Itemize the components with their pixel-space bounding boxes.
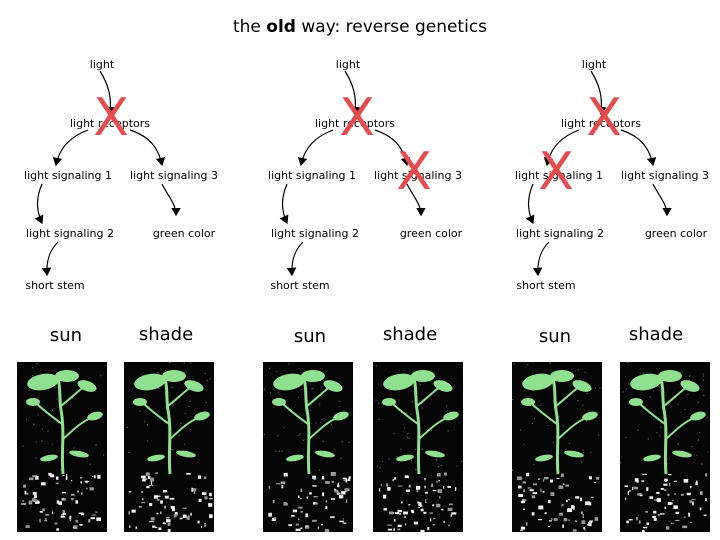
shade-label: shade: [628, 324, 684, 345]
light-signaling-2-label: light signaling 2: [271, 227, 359, 240]
shade-label: shade: [138, 324, 194, 345]
arrow-signaling-3-to-green: [652, 183, 672, 217]
light-receptors-label: light receptors: [314, 117, 396, 130]
sun-label: sun: [293, 326, 327, 347]
arrow-receptors-to-signaling-3: [129, 129, 166, 167]
light-label: light: [581, 58, 607, 71]
arrow-receptors-to-signaling-1: [543, 129, 580, 167]
light-signaling-1-label: light signaling 1: [515, 169, 603, 182]
green-color-label: green color: [152, 227, 216, 240]
green-color-label: green color: [644, 227, 708, 240]
seedling-photo-shade: [373, 362, 463, 532]
arrow-signaling-2-to-stem: [286, 241, 304, 277]
light-signaling-1-label: light signaling 1: [24, 169, 112, 182]
arrow-signaling-1-to-signaling-2: [279, 183, 289, 225]
shade-label: shade: [382, 324, 438, 345]
arrow-signaling-3-to-green: [161, 183, 181, 217]
light-signaling-3-label: light signaling 3: [374, 169, 462, 182]
light-label: light: [89, 58, 115, 71]
seedling-graphic: [126, 362, 213, 532]
knockout-x-receptors: X: [586, 88, 622, 148]
sun-label: sun: [538, 326, 572, 347]
arrow-signaling-1-to-signaling-2: [525, 183, 535, 225]
arrow-receptors-to-signaling-1: [52, 129, 89, 167]
short-stem-label: short stem: [25, 279, 85, 292]
seedling-photo-sun: [512, 362, 602, 532]
seedling-photo-sun: [263, 362, 353, 532]
arrow-receptors-to-signaling-1: [297, 129, 334, 167]
light-receptors-label: light receptors: [69, 117, 151, 130]
arrow-signaling-2-to-stem: [41, 241, 59, 277]
seedling-graphic: [512, 362, 601, 532]
short-stem-label: short stem: [516, 279, 576, 292]
slide-title: the old way: reverse genetics: [232, 17, 488, 37]
seedling-photo-shade: [620, 362, 710, 532]
sun-label: sun: [49, 325, 83, 346]
green-color-label: green color: [399, 227, 463, 240]
seedling-photo-sun: [17, 362, 107, 532]
knockout-x-signaling-3: X: [396, 142, 432, 202]
short-stem-label: short stem: [270, 279, 330, 292]
arrow-receptors-to-signaling-3: [374, 129, 411, 167]
seedling-graphic: [375, 365, 463, 532]
light-signaling-1-label: light signaling 1: [268, 169, 356, 182]
knockout-x-receptors: X: [93, 88, 129, 148]
seedling-graphic: [263, 363, 351, 532]
knockout-x-signaling-1: X: [538, 142, 574, 202]
arrow-signaling-1-to-signaling-2: [34, 183, 44, 225]
seedling-graphic: [21, 363, 105, 531]
seedling-graphic: [620, 362, 709, 532]
arrow-signaling-3-to-green: [406, 183, 426, 217]
arrow-signaling-2-to-stem: [532, 241, 550, 277]
arrow-light-to-receptors: [344, 70, 361, 116]
arrow-receptors-to-signaling-3: [620, 129, 657, 167]
knockout-x-receptors: X: [339, 88, 375, 148]
light-signaling-3-label: light signaling 3: [621, 169, 709, 182]
light-label: light: [335, 58, 361, 71]
light-receptors-label: light receptors: [560, 117, 642, 130]
seedling-photo-shade: [124, 362, 214, 532]
light-signaling-3-label: light signaling 3: [130, 169, 218, 182]
light-signaling-2-label: light signaling 2: [26, 227, 114, 240]
light-signaling-2-label: light signaling 2: [516, 227, 604, 240]
arrow-light-to-receptors: [99, 70, 116, 116]
arrow-light-to-receptors: [590, 70, 607, 116]
